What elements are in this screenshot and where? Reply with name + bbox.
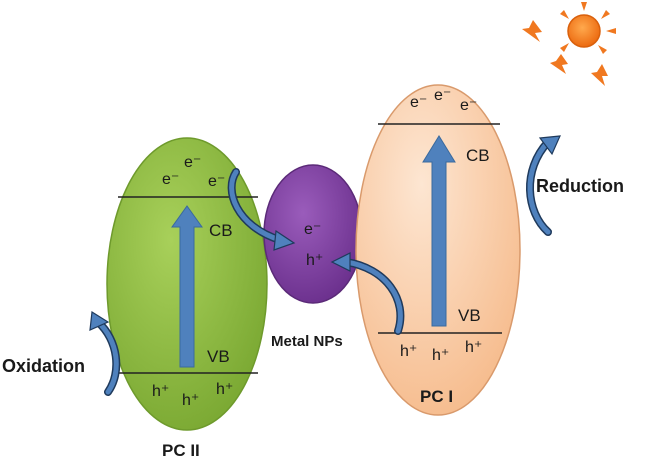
pc1-electron: e⁻ [410,94,427,111]
pc1-hole: h⁺ [465,339,482,356]
oxidation-arrow [89,310,121,396]
pc2-electron: e⁻ [162,171,179,188]
pc1-excitation-arrow [422,135,456,327]
hole-transfer-arrow [330,252,405,335]
pc1-title: PC I [420,387,453,406]
pc2-hole: h⁺ [216,381,233,398]
metal-hole: h⁺ [306,252,323,269]
sun-icon [522,2,616,86]
pc2-electron: e⁻ [208,173,225,190]
pc2-title: PC II [162,441,200,460]
metal-title: Metal NPs [271,333,343,350]
pc1-cb-label: CB [466,146,490,165]
pc1-hole: h⁺ [400,343,417,360]
pc1-electron: e⁻ [434,87,451,104]
pc2-cb-label: CB [209,221,233,240]
pc2-electron: e⁻ [184,154,201,171]
reduction-arrow [526,135,561,236]
electron-transfer-arrow [227,168,296,251]
pc2-excitation-arrow [171,205,203,368]
pc1-electron: e⁻ [460,97,477,114]
pc1-hole: h⁺ [432,347,449,364]
oxidation-label: Oxidation [2,356,85,376]
reduction-label: Reduction [536,176,624,196]
pc2-vb-label: VB [207,347,230,366]
pc2-hole: h⁺ [152,383,169,400]
metal-electron: e⁻ [304,221,321,238]
pc1-vb-label: VB [458,306,481,325]
pc2-hole: h⁺ [182,392,199,409]
